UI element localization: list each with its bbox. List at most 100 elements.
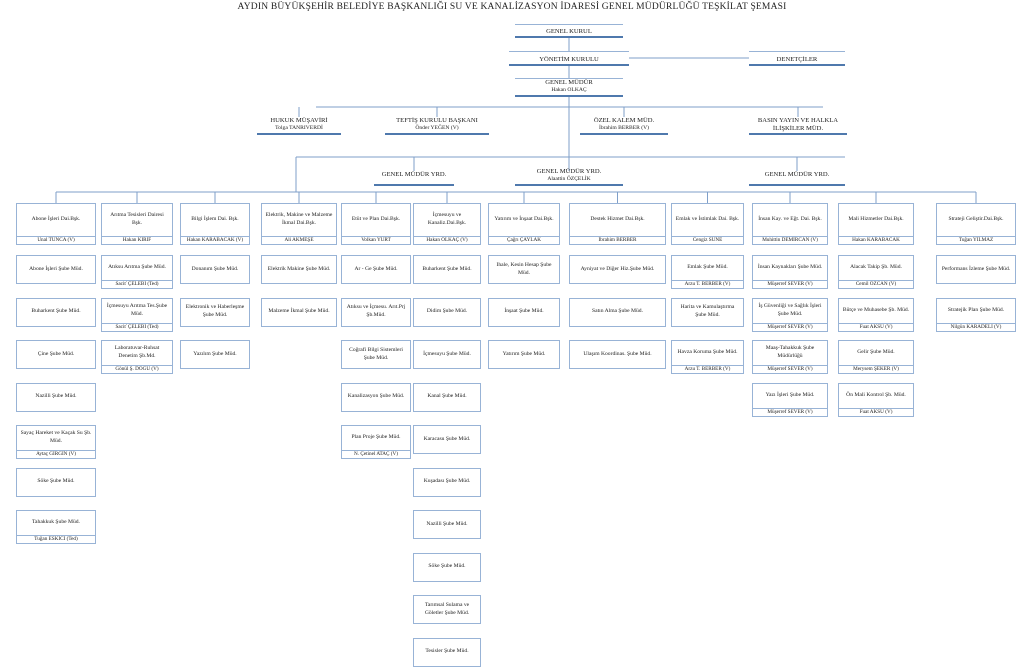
branch-box-person: Nilgün KARADELİ (V) (937, 322, 1015, 331)
branch-box-title: Sayaç Hareket ve Kaçak Su Şb. Müd. (20, 430, 92, 444)
branch-box-title: Maaş-Tahakkuk Şube Müdürlüğü (765, 345, 815, 359)
deputy-3: GENEL MÜDÜR YRD. (749, 171, 845, 186)
department-box: Strateji Geliştir.Dai.Bşk.Tuğan YILMAZ (936, 203, 1016, 245)
department-box-title: Etüt ve Plan Dai.Bşk. (351, 216, 401, 223)
branch-box: Laboratuvar-Ruhsat Denetim Şb.Md.Gönül Ş… (101, 340, 173, 374)
branch-box: Buharkent Şube Müd. (16, 297, 96, 327)
branch-box-title: Emlak Şube Müd. (687, 264, 728, 271)
branch-box-title: Tesisler Şube Müd. (425, 648, 469, 655)
branch-box: Tarımsal Sulama ve Göletler Şube Müd. (413, 595, 481, 624)
department-box-person: İbrahim BERBER (570, 236, 665, 244)
branch-box-title: Atıksu ve İçmesu. Arıt.Prj Şb.Müd. (346, 304, 406, 318)
department-box: Bilgi İşlem Dai. Bşk.Hakan KARABACAK (V) (180, 203, 250, 245)
branch-box: Performans İzleme Şube Müd. (936, 255, 1016, 284)
chart-title: AYDIN BÜYÜKŞEHİR BELEDİYE BAŞKANLIĞI SU … (237, 2, 787, 12)
department-box-person: Hakan KARABACAK (839, 236, 913, 244)
branch-box-person: Müşerref SEVER (V) (753, 280, 827, 288)
department-box: Arıtma Tesisleri Dairesi Bşk.Hakan KIRIF (101, 203, 173, 245)
branch-box-title: Performans İzleme Şube Müd. (941, 265, 1011, 272)
branch-box-person: Cemil ÖZCAN (V) (839, 280, 913, 288)
branch-box-title: Elektrik Makine Şube Müd. (267, 265, 331, 272)
branch-box-title: Buharkent Şube Müd. (422, 265, 472, 272)
branch-box: Didim Şube Müd. (413, 297, 481, 327)
staff-unit-2-person: Önder YEĞEN (V) (415, 125, 459, 132)
branch-box-title: Yazılım Şube Müd. (193, 350, 237, 357)
branch-box-person: Aytaç GİRGİN (V) (17, 450, 95, 458)
branch-box-title: Ulaşım Koordinas. Şube Müd. (583, 350, 652, 357)
branch-box: Emlak Şube Müd. Arzu T. BERBER (V) (671, 255, 744, 289)
genel-kurul-box: GENEL KURUL (515, 24, 623, 38)
department-box: Mali Hizmetler Dai.Bşk. Hakan KARABACAK (838, 203, 914, 245)
branch-box: Satın Alma Şube Müd. (569, 297, 666, 327)
branch-box: Havza Koruma Şube Müd.Arzu T. BERBER (V) (671, 340, 744, 374)
denetciler-box: DENETÇİLER (749, 51, 845, 66)
deputy-3-title: GENEL MÜDÜR YRD. (764, 171, 830, 178)
branch-box-person: Arzu T. BERBER (V) (672, 280, 743, 288)
branch-box: Tesisler Şube Müd. (413, 637, 481, 667)
department-box: Elektrik, Makine ve Malzeme İkmal Dai.Bş… (261, 203, 337, 245)
deputy-1-title: GENEL MÜDÜR YRD. (381, 171, 447, 178)
staff-unit-1-title: HUKUK MÜŞAVİRİ (270, 117, 328, 124)
branch-box-person: Fuat AKSU (V) (839, 322, 913, 331)
department-box: İçmesuyu ve Kanaliz.Dai.Bşk.Hakan OLKAÇ … (413, 203, 481, 245)
branch-box-person: Saciť ÇELEBİ (Ted) (102, 322, 172, 331)
branch-box-title: Donanım Şube Müd. (191, 265, 239, 272)
branch-box: Malzeme İkmal Şube Müd. (261, 297, 337, 327)
branch-box: Stratejik Plan Şube Müd.Nilgün KARADELİ … (936, 297, 1016, 332)
branch-box-person: Müşerref SEVER (V) (753, 322, 827, 331)
branch-box: Yatırım Şube Müd. (488, 340, 560, 369)
genel-mudur-name: Hakan OLKAÇ (551, 87, 587, 94)
staff-unit-4-title: BASIN YAYIN VE HALKLA İLİŞKİLER MÜD. (757, 117, 839, 133)
branch-box-title: Gelir Şube Müd. (857, 349, 895, 356)
department-box-title: İnsan Kay. ve Eğt. Dai. Bşk. (758, 216, 822, 223)
branch-box-person: Fuat AKSU (V) (839, 407, 913, 416)
branch-box-title: Yatırım Şube Müd. (502, 350, 546, 357)
branch-box-title: Kanalizasyon Şube Müd. (347, 393, 405, 400)
deputy-1: GENEL MÜDÜR YRD. (374, 171, 454, 186)
branch-box-title: Söke Şube Müd. (428, 563, 466, 570)
branch-box: Gelir Şube Müd.Merysem ŞEKER (V) (838, 340, 914, 374)
branch-box-title: Yazı İşleri Şube Müd. (765, 391, 815, 398)
branch-box: Kanal Şube Müd. (413, 382, 481, 412)
branch-box: Atıksu Arıtma Şube Müd.Saciť ÇELEBİ (Ted… (101, 255, 173, 289)
staff-unit-4: BASIN YAYIN VE HALKLA İLİŞKİLER MÜD. (749, 117, 847, 135)
branch-box: Atıksu ve İçmesu. Arıt.Prj Şb.Müd. (341, 297, 411, 327)
department-box-title: Emlak ve İstimlak Dai. Bşk. (675, 216, 740, 223)
yonetim-kurulu-box: YÖNETİM KURULU (509, 51, 629, 66)
branch-box: Söke Şube Müd. (413, 552, 481, 582)
department-box-person: Hakan OLKAÇ (V) (414, 236, 480, 244)
branch-box-title: Kuşadası Şube Müd. (423, 478, 471, 485)
department-box-title: Arıtma Tesisleri Dairesi Bşk. (110, 212, 164, 226)
department-box-person: Ünal TUNCA (V) (17, 236, 95, 244)
deputy-2-title: GENEL MÜDÜR YRD. (536, 168, 602, 175)
department-box: Emlak ve İstimlak Dai. Bşk.Cengiz SÜNE (671, 203, 744, 245)
branch-box-title: Kanal Şube Müd. (427, 393, 467, 400)
branch-box-title: Atıksu Arıtma Şube Müd. (108, 264, 166, 271)
department-box-title: Mali Hizmetler Dai.Bşk. (848, 216, 904, 223)
department-box-person: Volkan YURT (342, 236, 410, 244)
branch-box-title: Bütçe ve Muhasebe Şb. Müd. (842, 306, 910, 313)
branch-box: Ar - Ge Şube Müd. (341, 255, 411, 284)
branch-box-title: Ayniyat ve Diğer Hiz.Şube Müd. (580, 265, 655, 272)
branch-box: Tahakkuk Şube Müd.Tuğan ESKİCİ (Ted) (16, 510, 96, 544)
branch-box: Alacak Takip Şb. Müd.Cemil ÖZCAN (V) (838, 255, 914, 289)
branch-box-title: Satın Alma Şube Müd. (592, 308, 643, 315)
department-box: Destek Hizmet Dai.Bşk.İbrahim BERBER (569, 203, 666, 245)
branch-box: İçmesuyu Şube Müd. (413, 340, 481, 369)
department-box-person: Muhittin DEMİRCAN (V) (753, 236, 827, 244)
branch-box-title: Buharkent Şube Müd. (31, 308, 81, 315)
denetciler-label: DENETÇİLER (776, 56, 818, 63)
branch-box-title: Havza Koruma Şube Müd. (677, 349, 738, 356)
genel-mudur-label: GENEL MÜDÜR (545, 79, 593, 86)
branch-box-title: Nazilli Şube Müd. (35, 393, 77, 400)
branch-box: Nazilli Şube Müd. (413, 510, 481, 539)
department-box-person: Ali AKMEŞE (262, 236, 336, 244)
branch-box: Donanım Şube Müd. (180, 255, 250, 284)
branch-box-title: İnsan Kaynakları Şube Müd. (757, 264, 823, 271)
branch-box: Çine Şube Müd. (16, 340, 96, 369)
branch-box: Karacasu Şube Müd. (413, 425, 481, 454)
branch-box: İş Güvenliği ve Sağlık İşleri Şube Müd.M… (752, 297, 828, 332)
genel-mudur-box: GENEL MÜDÜR Hakan OLKAÇ (515, 78, 623, 97)
